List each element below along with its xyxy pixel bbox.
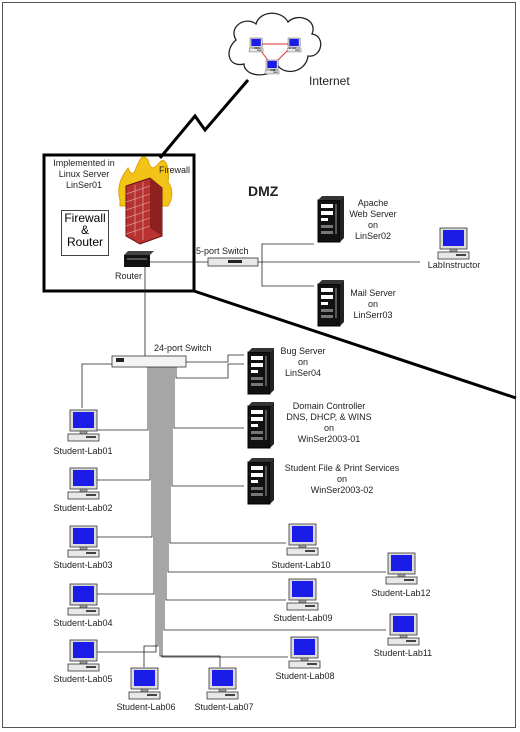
student-pc-icon [387,613,420,646]
student-pc-icon [128,667,161,700]
five-port-switch-icon [207,257,259,267]
student-pc-icon [67,639,100,672]
student-pc-icon [288,636,321,669]
student-lab-label: Student-Lab10 [271,560,331,570]
fr-line1: Firewall [64,211,106,225]
implemented-line3: LinSer01 [65,180,103,190]
implemented-line2: Linux Server [58,169,110,179]
fr-line3: Router [66,235,104,249]
apache-server-icon [317,195,345,243]
file-print-server-icon [247,457,275,505]
student-pc-icon [67,467,100,500]
student-pc-icon [67,583,100,616]
student-lab-label: Student-Lab09 [273,613,333,623]
mail-server-icon [317,279,345,327]
bug-line2: on [297,357,309,367]
bug-line1: Bug Server [280,346,326,356]
dmz-title: DMZ [248,183,279,199]
student-lab-label: Student-Lab01 [53,446,113,456]
router-label: Router [115,271,143,281]
mail-line3: LinSerr03 [353,310,393,320]
dc-line3: on [323,423,335,433]
student-pc-icon [206,667,239,700]
router-icon [124,251,154,267]
file-line2: on [336,474,348,484]
student-pc-icon [385,552,418,585]
student-pc-icon [286,523,319,556]
file-line1: Student File & Print Services [284,463,400,473]
student-pc-icon [286,578,319,611]
student-lab-label: Student-Lab11 [373,648,433,658]
student-lab-label: Student-Lab12 [371,588,431,598]
internet-label: Internet [309,74,350,88]
firewall-label: Firewall [159,165,191,175]
student-pc-icon [67,409,100,442]
firewall-router-box [42,153,196,293]
dc-line4: WinSer2003-01 [297,434,361,444]
apache-line2: Web Server [349,209,397,219]
student-lab-label: Student-Lab05 [53,674,113,684]
student-lab-label: Student-Lab02 [53,503,113,513]
dc-line2: DNS, DHCP, & WINS [286,412,372,422]
domain-controller-icon [247,401,275,449]
student-lab-label: Student-Lab03 [53,560,113,570]
student-lab-label: Student-Lab04 [53,618,113,628]
student-pc-icon [67,525,100,558]
apache-line3: on [367,220,379,230]
student-lab-label: Student-Lab08 [275,671,335,681]
file-line3: WinSer2003-02 [310,485,374,495]
firewall-router-label-box: Firewall & Router [61,210,109,256]
five-port-switch-label: 5-port Switch [196,246,249,256]
bug-server-icon [247,347,275,395]
firewall-icon [125,177,163,245]
fr-line2: & [80,223,89,237]
implemented-line1: Implemented in [53,158,115,168]
mail-line2: on [367,299,379,309]
apache-line4: LinSer02 [354,231,392,241]
student-lab-label: Student-Lab06 [116,702,176,712]
mail-line1: Mail Server [350,288,396,298]
bug-line3: LinSer04 [284,368,322,378]
twenty-four-port-switch-icon [111,355,187,368]
internet-cloud [228,12,322,76]
student-lab-label: Student-Lab07 [194,702,254,712]
apache-line1: Apache [357,198,389,208]
wan-link [158,79,250,159]
lab-instructor-label: LabInstructor [427,260,481,270]
lab-instructor-pc-icon [437,227,470,260]
dc-line1: Domain Controller [292,401,366,411]
twenty-four-port-switch-label: 24-port Switch [154,343,212,353]
